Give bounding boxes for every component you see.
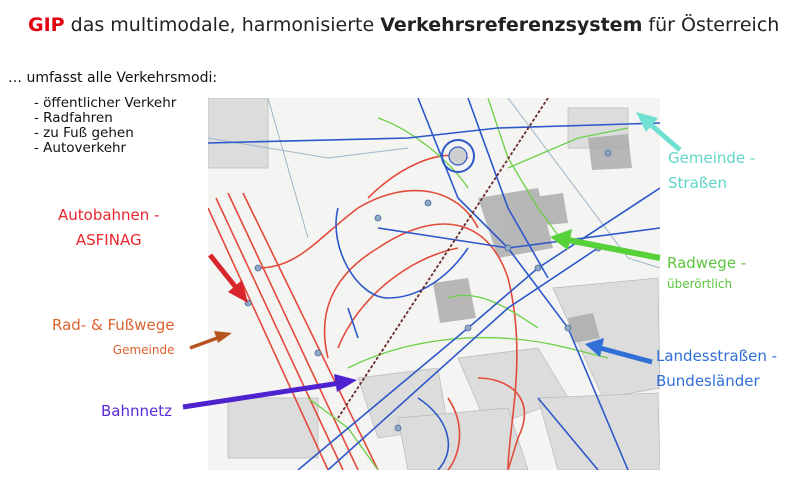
label-autobahnen-line1: Autobahnen - xyxy=(58,206,160,224)
label-landes-line1: Landesstraßen - xyxy=(656,347,778,365)
label-landesstrassen: Landesstraßen - Bundesländer xyxy=(656,344,777,394)
modes-list: - öffentlicher Verkehr - Radfahren - zu … xyxy=(34,96,176,156)
title-gip: GIP xyxy=(28,14,65,36)
label-rad-fusswege-line1: Rad- & Fußwege xyxy=(52,316,175,334)
label-landes-line2: Bundesländer xyxy=(656,372,760,390)
mode-item: - zu Fuß gehen xyxy=(34,125,134,141)
label-rad-fusswege: Rad- & Fußwege Gemeinde xyxy=(52,313,174,363)
label-autobahnen-line2: ASFINAG xyxy=(75,231,142,249)
title-part2: für Österreich xyxy=(642,14,780,36)
network-map xyxy=(208,98,660,470)
subtitle: … umfasst alle Verkehrsmodi: xyxy=(8,70,218,86)
mode-item: - Radfahren xyxy=(34,110,113,126)
label-autobahnen: Autobahnen - ASFINAG xyxy=(58,203,159,253)
label-bahnnetz: Bahnnetz xyxy=(101,399,172,424)
label-radwege-line1: Radwege - xyxy=(667,254,747,272)
label-gemeinde-line1: Gemeinde - xyxy=(668,149,756,167)
mode-item: - Autoverkehr xyxy=(34,140,127,156)
map-autobahn-lines xyxy=(208,154,526,470)
label-radwege: Radwege - überörtlich xyxy=(667,251,746,292)
title-bold: Verkehrsreferenzsystem xyxy=(380,14,643,36)
label-gemeinde-strassen: Gemeinde - Straßen xyxy=(668,146,755,196)
label-gemeinde-line2: Straßen xyxy=(668,174,727,192)
page-title: GIP das multimodale, harmonisierte Verke… xyxy=(28,14,779,36)
label-rad-fusswege-line2: Gemeinde xyxy=(112,343,175,357)
mode-item: - öffentlicher Verkehr xyxy=(34,95,177,111)
map-roundabout xyxy=(441,139,475,173)
label-radwege-line2: überörtlich xyxy=(667,277,733,291)
label-bahnnetz-line1: Bahnnetz xyxy=(101,402,172,420)
map-railway xyxy=(337,98,549,419)
title-part1: das multimodale, harmonisierte xyxy=(64,14,381,36)
